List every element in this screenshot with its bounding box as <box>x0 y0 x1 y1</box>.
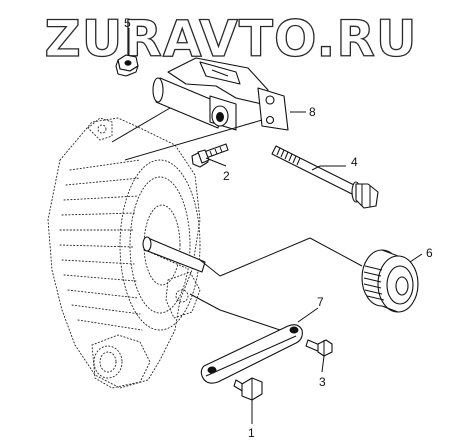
flange-nut <box>115 54 139 77</box>
callouts: 5 8 2 4 6 7 3 1 <box>124 16 433 440</box>
watermark-text: ZURAVTO.RU <box>45 10 418 68</box>
callout-1: 1 <box>248 426 255 440</box>
callout-3: 3 <box>319 375 326 389</box>
adjusting-strap <box>200 324 303 384</box>
alternator-outline <box>47 117 201 389</box>
long-bolt <box>271 145 379 209</box>
callout-7: 7 <box>317 295 324 309</box>
leader-lines <box>111 28 423 424</box>
small-bolt <box>191 143 229 168</box>
mounting-bracket <box>152 57 289 131</box>
alternator-pulley <box>361 249 419 313</box>
callout-2: 2 <box>223 169 230 183</box>
callout-5: 5 <box>124 16 131 30</box>
callout-8: 8 <box>309 105 316 119</box>
strap-bolt <box>305 339 333 357</box>
pulley-shaft <box>142 236 206 273</box>
callout-4: 4 <box>351 155 358 169</box>
lower-bolt <box>233 377 263 401</box>
callout-6: 6 <box>426 246 433 260</box>
